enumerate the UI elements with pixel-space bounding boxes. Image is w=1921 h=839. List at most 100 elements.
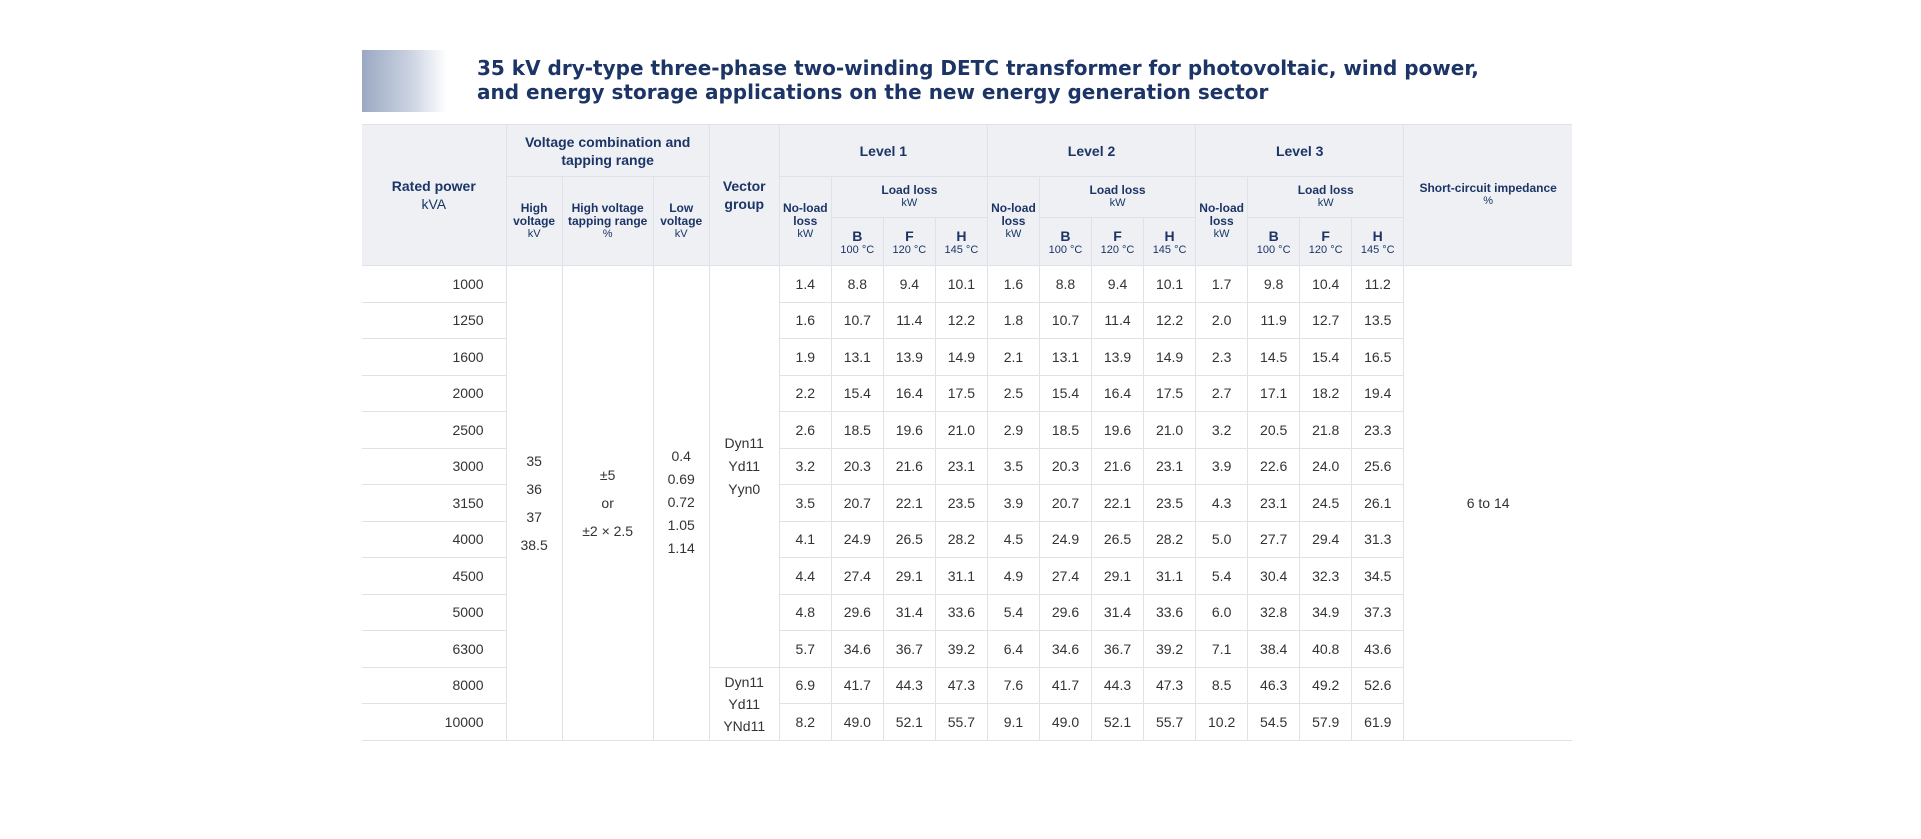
- level-3-load-loss-b-cell: 23.1: [1247, 484, 1301, 522]
- level-3-load-loss-h-cell: 61.9: [1351, 703, 1404, 741]
- level-2-load-loss-b-cell: 29.6: [1038, 593, 1093, 631]
- level-2-load-loss-h-cell: 14.9: [1143, 338, 1197, 376]
- level-2-load-loss-f-cell: 21.6: [1090, 447, 1145, 485]
- level-1-load-loss-h-cell: 33.6: [934, 593, 988, 631]
- level-2-load-loss-b-cell: 24.9: [1038, 520, 1093, 558]
- level-1-load-loss-f-cell: 29.1: [882, 557, 936, 595]
- hv-tapping-cell-value: ±2 × 2.5: [582, 522, 634, 539]
- level-1-load-loss-f-cell: 44.3: [882, 666, 936, 704]
- level-3-load-loss-f-cell: 49.2: [1299, 666, 1353, 704]
- level-2-load-loss-f-cell: 11.4: [1090, 301, 1145, 339]
- header-l1-load-loss: Load loss kW: [830, 176, 988, 218]
- level-3-no-load-loss-cell: 2.7: [1195, 374, 1249, 412]
- level-2-load-loss-h-cell: 47.3: [1143, 666, 1197, 704]
- vector-group-cell-b-value: YNd11: [723, 717, 766, 734]
- level-2-no-load-loss-cell: 9.1: [986, 703, 1040, 741]
- level-3-load-loss-f-cell: 34.9: [1299, 593, 1353, 631]
- level-3-load-loss-b-cell: 9.8: [1247, 265, 1301, 303]
- page-title-line-1: 35 kV dry-type three-phase two-winding D…: [477, 56, 1479, 80]
- level-1-load-loss-h-cell: 47.3: [934, 666, 988, 704]
- header-low-voltage: Low voltage kV: [652, 176, 710, 266]
- header-l2-load-loss: Load loss kW: [1038, 176, 1197, 218]
- page-title: 35 kV dry-type three-phase two-winding D…: [477, 56, 1567, 104]
- header-l3-load-loss: Load loss kW: [1247, 176, 1404, 218]
- level-1-load-loss-h-cell: 23.1: [934, 447, 988, 485]
- low-voltage-cell-value: 0.72: [667, 494, 695, 511]
- hv-tapping-cell-value: ±5: [599, 466, 616, 483]
- rated-power-cell: 2000: [362, 374, 507, 412]
- header-level-2: Level 2: [986, 124, 1197, 177]
- level-1-load-loss-f-cell: 31.4: [882, 593, 936, 631]
- level-1-no-load-loss-cell: 1.4: [778, 265, 832, 303]
- level-2-load-loss-f-cell: 16.4: [1090, 374, 1145, 412]
- level-3-load-loss-f-cell: 12.7: [1299, 301, 1353, 339]
- level-3-no-load-loss-cell: 5.4: [1195, 557, 1249, 595]
- level-1-load-loss-b-cell: 15.4: [830, 374, 884, 412]
- high-voltage-cell-value: 37: [526, 508, 542, 525]
- level-3-load-loss-f-cell: 18.2: [1299, 374, 1353, 412]
- header-rated-power-unit: kVA: [421, 196, 447, 212]
- page-title-line-2: and energy storage applications on the n…: [477, 80, 1269, 104]
- level-2-load-loss-f-cell: 13.9: [1090, 338, 1145, 376]
- table-header: Rated power kVA Voltage combination and …: [362, 124, 1572, 266]
- level-2-no-load-loss-cell: 1.6: [986, 265, 1040, 303]
- vector-group-cell-a-value: Yyn0: [728, 480, 761, 497]
- level-1-no-load-loss-cell: 4.1: [778, 520, 832, 558]
- level-3-load-loss-f-cell: 10.4: [1299, 265, 1353, 303]
- level-3-load-loss-b-cell: 30.4: [1247, 557, 1301, 595]
- level-3-load-loss-f-cell: 24.0: [1299, 447, 1353, 485]
- level-1-load-loss-h-cell: 14.9: [934, 338, 988, 376]
- level-2-load-loss-h-cell: 31.1: [1143, 557, 1197, 595]
- level-1-load-loss-h-cell: 10.1: [934, 265, 988, 303]
- rated-power-cell: 2500: [362, 411, 507, 449]
- low-voltage-cell-value: 1.05: [667, 517, 695, 534]
- level-2-load-loss-b-cell: 20.7: [1038, 484, 1093, 522]
- hv-tapping-cell: ±5 or ±2 × 2.5: [561, 265, 654, 741]
- level-1-no-load-loss-cell: 3.2: [778, 447, 832, 485]
- level-3-load-loss-h-cell: 26.1: [1351, 484, 1404, 522]
- level-3-load-loss-h-cell: 31.3: [1351, 520, 1404, 558]
- header-high-voltage-unit: kV: [527, 227, 541, 240]
- level-2-no-load-loss-cell: 4.9: [986, 557, 1040, 595]
- high-voltage-cell-value: 35: [526, 452, 542, 469]
- level-2-load-loss-b-cell: 13.1: [1038, 338, 1093, 376]
- level-3-load-loss-f-cell: 32.3: [1299, 557, 1353, 595]
- level-3-load-loss-b-cell: 20.5: [1247, 411, 1301, 449]
- header-l1-no-load-loss: No-load loss kW: [778, 176, 832, 266]
- level-1-load-loss-b-cell: 27.4: [830, 557, 884, 595]
- level-3-no-load-loss-cell: 3.9: [1195, 447, 1249, 485]
- level-2-load-loss-f-cell: 31.4: [1090, 593, 1145, 631]
- level-2-load-loss-b-cell: 34.6: [1038, 630, 1093, 668]
- level-1-load-loss-h-cell: 12.2: [934, 301, 988, 339]
- level-3-no-load-loss-cell: 5.0: [1195, 520, 1249, 558]
- header-hv-tapping-range: High voltage tapping range %: [561, 176, 654, 266]
- level-2-load-loss-h-cell: 55.7: [1143, 703, 1197, 741]
- header-short-circuit-impedance: Short-circuit impedance %: [1403, 124, 1572, 266]
- level-3-load-loss-h-cell: 23.3: [1351, 411, 1404, 449]
- header-level-1: Level 1: [778, 124, 988, 177]
- hv-tapping-cell-value: or: [601, 494, 614, 511]
- header-low-voltage-unit: kV: [674, 227, 688, 240]
- rated-power-cell: 3000: [362, 447, 507, 485]
- level-2-load-loss-f-cell: 26.5: [1090, 520, 1145, 558]
- level-2-load-loss-h-cell: 10.1: [1143, 265, 1197, 303]
- low-voltage-cell-value: 0.69: [667, 471, 695, 488]
- level-2-load-loss-b-cell: 27.4: [1038, 557, 1093, 595]
